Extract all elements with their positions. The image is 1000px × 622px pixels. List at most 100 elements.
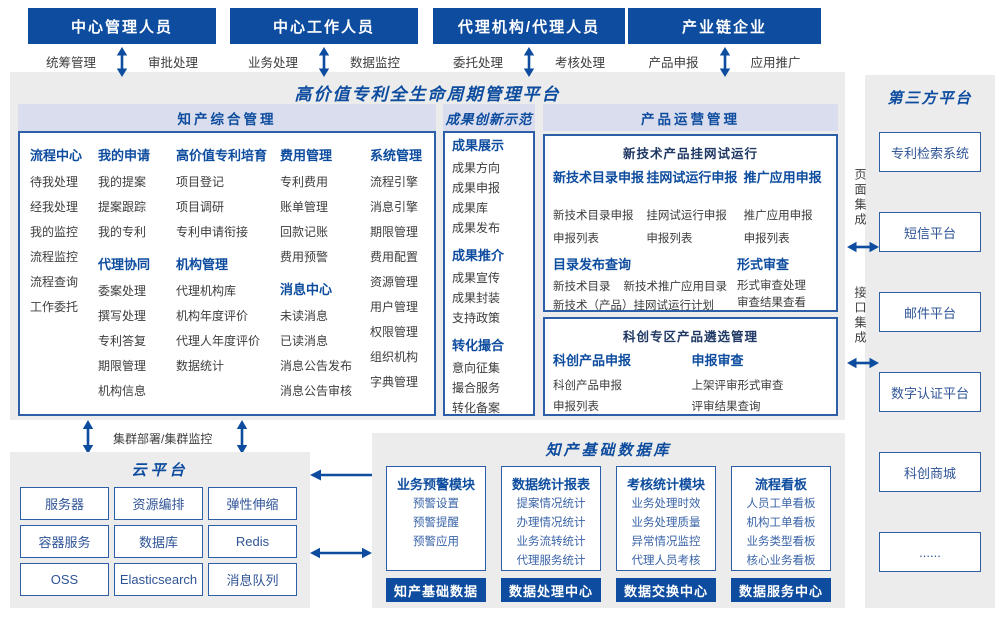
third-party-box: 短信平台 [879,212,981,252]
menu-item: 字典管理 [370,375,419,389]
database-module-box: 流程看板 人员工单看板机构工单看板业务类型看板核心业务看板 [731,466,831,571]
menu-item: 我的监控 [30,225,79,239]
menu-item: 成果宣传 [452,271,501,285]
ip-blocks: 流程中心 待我处理经我处理我的监控流程监控流程查询工作委托 [30,145,96,320]
actor-group: 产业链企业 产品申报 应用推广 [628,8,821,77]
cloud-platform-title: 云平台 [131,462,189,479]
actor-role-label: 数据监控 [350,56,401,70]
actor-role-label: 应用推广 [750,56,801,70]
menu-item: 业务处理时效 [631,498,701,510]
ip-column: 流程中心 待我处理经我处理我的监控流程监控流程查询工作委托 [30,145,96,414]
menu-block-title: 形式审查 [737,257,790,272]
menu-block-title: 系统管理 [370,148,423,163]
menu-item: 流程查询 [30,275,79,289]
menu-item: 预警提醒 [413,517,459,529]
menu-block-title: 费用管理 [280,148,333,163]
vertical-double-arrow-icon [719,47,730,77]
trial-run-title: 新技术产品挂网试运行 [622,147,758,161]
menu-block-title: 我的申请 [98,148,151,163]
third-party-box: 专利检索系统 [879,132,981,172]
menu-item: 预警应用 [413,536,459,548]
actor-roles: 业务处理 数据监控 [230,44,418,77]
menu-item: 回款记账 [280,225,329,239]
menu-item: 委案处理 [98,284,147,298]
database-modules: 业务预警模块 预警设置预警提醒预警应用 数据统计报表 提案情况统计办理情况统计业… [372,460,845,571]
achievement-blocks: 成果展示 成果方向成果申报成果库成果发布 成果推介 成果宣传成果封装支持政策 转… [452,135,533,418]
cloud-service-box: Elasticsearch [114,563,203,596]
menu-block-title: 科创产品申报 [553,353,632,368]
menu-item: 评审结果查询 [691,401,761,413]
actor-roles: 产品申报 应用推广 [628,44,821,77]
menu-item: 申报列表 [646,233,693,245]
menu-item: 组织机构 [370,350,419,364]
menu-item: 科创产品申报 [553,380,622,392]
menu-item: 账单管理 [280,200,329,214]
trial-run-groups: 新技术目录申报 新技术目录申报申报列表 挂网试运行申报 挂网试运行申报申报列表 … [553,169,828,251]
menu-item: 提案跟踪 [98,200,147,214]
menu-item: 成果申报 [452,181,501,195]
menu-item: 业务流转统计 [516,536,586,548]
menu-item: 待我处理 [30,175,79,189]
menu-item: 专利费用 [280,175,329,189]
trial-run-lower: 目录发布查询 新技术目录 新技术推广应用目录 新技术（产品）挂网试运行计划 形式… [553,254,828,316]
third-party-box: ...... [879,532,981,572]
menu-block: 费用管理 专利费用账单管理回款记账费用预警 [280,145,368,270]
vertical-double-arrow-icon [523,47,535,77]
menu-item: 机构信息 [98,384,147,398]
menu-items: 提案情况统计办理情况统计业务流转统计代理服务统计 [502,495,600,571]
menu-item: 核心业务看板 [746,555,816,567]
actor-roles: 统筹管理 审批处理 [28,44,216,77]
menu-item: 业务类型看板 [746,536,816,548]
menu-block-title: 代理协同 [98,257,151,272]
menu-item: 费用预警 [280,250,329,264]
menu-item: 业务处理质量 [631,517,701,529]
menu-item: 消息公告审核 [280,384,353,398]
menu-item: 工作委托 [30,300,79,314]
ip-columns: 流程中心 待我处理经我处理我的监控流程监控流程查询工作委托 我的申请 [18,131,436,416]
ip-blocks: 费用管理 专利费用账单管理回款记账费用预警 消息中心 未读消息已读消息消息公告发… [280,145,368,404]
menu-item: 已读消息 [280,334,329,348]
cloud-service-box: 消息队列 [208,563,297,596]
menu-items: 上架评审形式审查评审结果查询 [691,376,828,418]
actor-banner: 中心工作人员 [230,8,418,44]
cloud-service-box: Redis [208,525,297,558]
menu-block-title: 推广应用申报 [743,170,822,185]
menu-block: 成果推介 成果宣传成果封装支持政策 [452,245,533,328]
menu-items: 挂网试运行申报申报列表 [646,205,743,251]
menu-block-title: 新技术目录申报 [553,170,645,185]
menu-item: 机构年度评价 [176,309,249,323]
menu-item: 项目调研 [176,200,225,214]
menu-item: 代理服务统计 [516,555,586,567]
menu-block-title: 数据统计报表 [511,477,590,492]
menu-items: 科创产品申报申报列表 [553,376,691,418]
menu-item: 代理人员考核 [631,555,701,567]
database-bar: 数据交换中心 [616,578,716,602]
selection-title: 科创专区产品遴选管理 [622,330,758,344]
actor-roles: 委托处理 考核处理 [433,44,625,77]
actor-role-label: 委托处理 [452,56,503,70]
menu-item: 权限管理 [370,325,419,339]
menu-items: 成果方向成果申报成果库成果发布 [452,158,533,238]
selection-groups: 科创产品申报 科创产品申报申报列表 申报审查 上架评审形式审查评审结果查询 [553,352,828,418]
menu-item: 预警设置 [413,498,459,510]
menu-item: 未读消息 [280,309,329,323]
menu-items: 成果宣传成果封装支持政策 [452,268,533,328]
achievement-box: 成果展示 成果方向成果申报成果库成果发布 成果推介 成果宣传成果封装支持政策 转… [443,131,535,416]
menu-item: 代理机构库 [176,284,237,298]
api-integration-label: 接口集成 [853,286,867,346]
menu-block: 成果展示 成果方向成果申报成果库成果发布 [452,135,533,238]
menu-item: 上架评审形式审查 [691,380,784,392]
ip-column: 高价值专利培育 项目登记项目调研专利申请衔接 机构管理 代理机构库机构年度评价代… [176,145,278,414]
menu-block-title: 考核统计模块 [626,477,705,492]
menu-items: 待我处理经我处理我的监控流程监控流程查询工作委托 [30,170,96,320]
menu-block-title: 高价值专利培育 [176,148,268,163]
menu-item: 新技术目录申报 [553,210,634,222]
menu-block: 消息中心 未读消息已读消息消息公告发布消息公告审核 [280,279,368,404]
menu-item: 申报列表 [553,233,599,245]
menu-block-title: 申报审查 [691,353,744,368]
menu-item: 数据统计 [176,359,225,373]
ip-blocks: 我的申请 我的提案提案跟踪我的专利 代理协同 委案处理撰写处理专利答复期限管理机… [98,145,174,404]
actor-group: 中心工作人员 业务处理 数据监控 [230,8,418,77]
menu-item: 形式审查处理 [737,280,806,292]
menu-block: 机构管理 代理机构库机构年度评价代理人年度评价数据统计 [176,254,278,379]
